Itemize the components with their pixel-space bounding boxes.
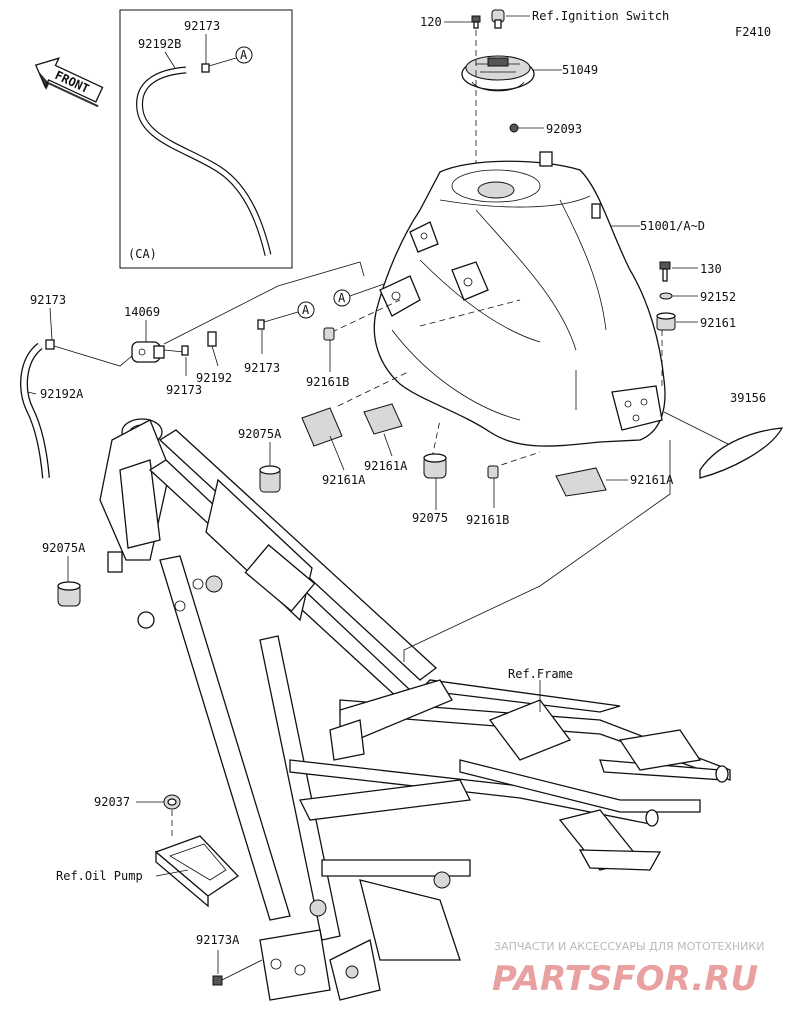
- label-92173a: 92173A: [196, 933, 240, 947]
- label-51049: 51049: [562, 63, 598, 77]
- label-92173-inset: 92173: [184, 19, 220, 33]
- damper-92075a-lower: [57, 581, 81, 607]
- label-130: 130: [700, 262, 722, 276]
- callout-a-circle: [235, 46, 253, 64]
- tank-front-mount-bracket: [379, 221, 489, 317]
- label-39156: 39156: [730, 391, 766, 405]
- cover-39156: [699, 427, 784, 479]
- pad-92161a-center: [363, 403, 403, 435]
- ref-oil-pump: Ref.Oil Pump: [56, 869, 143, 883]
- label-92037: 92037: [94, 795, 130, 809]
- hose-92192: [207, 331, 217, 347]
- inset-box: [119, 9, 293, 269]
- damper-92075a-upper: [259, 465, 281, 493]
- valve-14069: [131, 341, 165, 363]
- label-92173-b: 92173: [166, 383, 202, 397]
- label-14069: 14069: [124, 305, 160, 319]
- grommet-92037: [163, 794, 181, 810]
- collar-92152: [659, 292, 673, 300]
- label-92075a-upper: 92075A: [238, 427, 282, 441]
- label-92173-c: 92173: [244, 361, 280, 375]
- clip-92173-inset: [201, 63, 210, 73]
- label-92161: 92161: [700, 316, 736, 330]
- label-92161a-right: 92161A: [630, 473, 674, 487]
- front-arrow-icon: FRONT: [34, 57, 104, 108]
- watermark-logo: PARTSFOR.RU: [492, 959, 758, 999]
- label-92093: 92093: [546, 122, 582, 136]
- frame-assembly: [99, 418, 731, 1001]
- watermark-tagline: ЗАПЧАСТИ И АКСЕССУАРЫ ДЛЯ МОТОТЕХНИКИ: [494, 940, 764, 953]
- ref-ignition-switch: Ref.Ignition Switch: [532, 9, 669, 23]
- damper-92161: [656, 312, 676, 331]
- ref-frame: Ref.Frame: [508, 667, 573, 681]
- label-51001: 51001/A~D: [640, 219, 705, 233]
- oil-pump-cover: [154, 835, 240, 908]
- damper-92161b-left: [323, 327, 335, 341]
- label-92173-left: 92173: [30, 293, 66, 307]
- pad-92161a-right: [555, 467, 607, 497]
- callout-a-letter-2: A: [302, 303, 310, 317]
- bolt-120: [471, 15, 481, 29]
- figure-code: F2410: [735, 25, 771, 39]
- tank-rear-mount-bracket: [611, 385, 663, 431]
- clip-92173-b: [181, 345, 189, 356]
- callout-a-letter-3: A: [338, 291, 346, 305]
- damper-92161b-right: [487, 465, 499, 479]
- label-92075a-lower: 92075A: [42, 541, 86, 555]
- damper-92075: [423, 453, 447, 479]
- o-ring-92093: [509, 123, 519, 133]
- label-92161b-right: 92161B: [466, 513, 509, 527]
- callout-a-letter: A: [240, 48, 248, 62]
- callout-a-circle-2: [297, 301, 315, 319]
- label-92161a-center: 92161A: [364, 459, 408, 473]
- clip-92173-left: [45, 339, 55, 350]
- label-120: 120: [420, 15, 442, 29]
- bolt-130: [659, 261, 671, 282]
- fuel-cap-51049: [461, 55, 535, 92]
- callout-a-circle-3: [333, 289, 351, 307]
- label-92161a-left: 92161A: [322, 473, 366, 487]
- label-92192: 92192: [196, 371, 232, 385]
- clip-92173-c: [257, 319, 265, 330]
- ignition-switch-ref-part: [491, 9, 505, 29]
- label-92192a: 92192A: [40, 387, 84, 401]
- label-92152: 92152: [700, 290, 736, 304]
- hose-92192a: [20, 342, 50, 479]
- inset-region-label: (CA): [128, 247, 157, 261]
- hose-92192b: [136, 66, 272, 256]
- label-92075: 92075: [412, 511, 448, 525]
- pad-92161a-left: [301, 407, 343, 447]
- clip-92173a: [212, 975, 223, 986]
- fuel-tank-51001: [373, 151, 666, 447]
- front-label: FRONT: [53, 68, 92, 96]
- label-92192b: 92192B: [138, 37, 181, 51]
- label-92161b-left: 92161B: [306, 375, 349, 389]
